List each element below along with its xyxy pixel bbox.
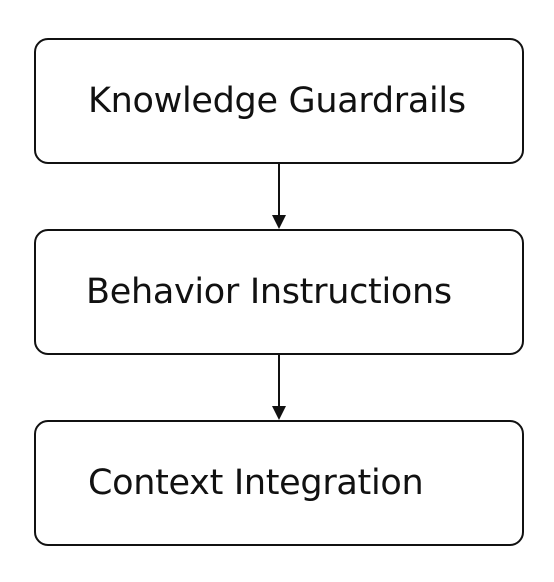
node-knowledge-guardrails: Knowledge Guardrails (34, 38, 524, 164)
node-label: Knowledge Guardrails (88, 81, 466, 121)
node-behavior-instructions: Behavior Instructions (34, 229, 524, 355)
node-context-integration: Context Integration (34, 420, 524, 546)
arrow-behavior-to-context (272, 355, 286, 420)
node-label: Behavior Instructions (86, 272, 452, 312)
arrow-head (272, 406, 286, 420)
arrow-knowledge-to-behavior (272, 164, 286, 229)
node-label: Context Integration (88, 463, 424, 503)
arrow-head (272, 215, 286, 229)
